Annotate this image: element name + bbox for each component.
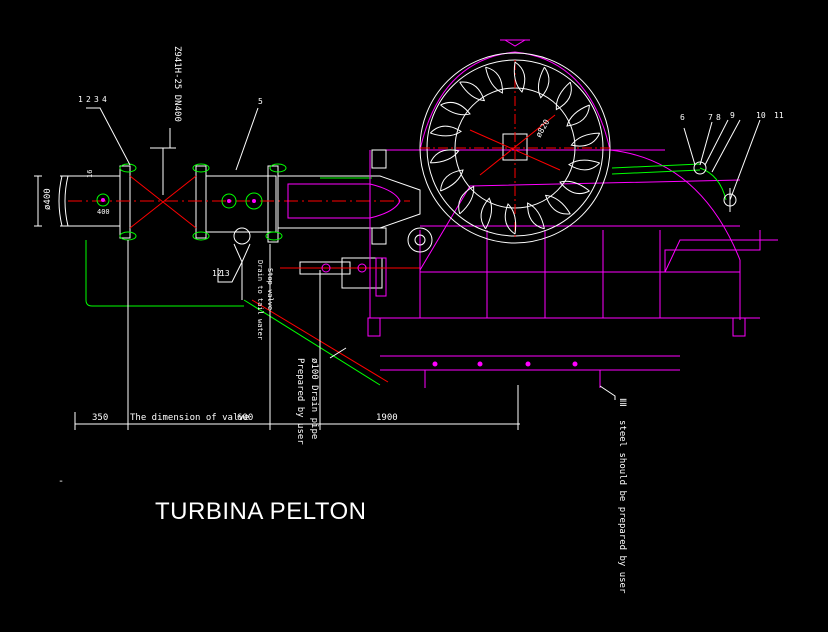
part-number-10: 10 xyxy=(756,111,766,120)
pipe-flanges xyxy=(119,165,279,243)
gate-valve xyxy=(68,175,410,229)
part-number-4: 4 xyxy=(102,95,107,104)
dim-600-label: 600 xyxy=(237,413,253,423)
leader-lines xyxy=(86,107,761,400)
bolt-centers xyxy=(101,198,256,203)
base-frame xyxy=(367,317,746,388)
valve-code-label: Z941H-25 DN400 xyxy=(172,46,182,122)
steel-symbol: ⅡⅡ xyxy=(617,398,627,407)
stop-valve-label: Stop valve xyxy=(266,268,274,310)
pipe-dia-label: ø400 xyxy=(43,188,53,210)
part-number-8: 8 xyxy=(716,113,721,122)
stop-valve xyxy=(233,227,251,300)
runner-casing xyxy=(369,39,778,320)
drain-to-tail-label: Drain to tail water xyxy=(256,260,264,340)
dim-valve-label: The dimension of valve xyxy=(130,413,249,423)
deflector-gear xyxy=(371,149,433,253)
part-number-13: 13 xyxy=(220,269,230,278)
part-number-9: 9 xyxy=(730,111,735,120)
drawing-title: TURBINA PELTON xyxy=(155,498,367,525)
part-number-3: 3 xyxy=(94,95,99,104)
part-number-7: 7 xyxy=(708,113,713,122)
dimension-lines xyxy=(74,240,520,430)
flange-bolts xyxy=(96,163,287,241)
part-number-2: 2 xyxy=(86,95,91,104)
dash-mark: - xyxy=(58,476,64,487)
prepared-by-user-label: Prepared by user xyxy=(295,358,305,445)
dim-350-label: 350 xyxy=(92,413,108,423)
nozzle-housing xyxy=(277,175,421,229)
small-dim-label: 16 xyxy=(86,170,94,178)
shaft-pipes xyxy=(611,161,737,212)
drain-pipe-label: ø100 Drain pipe xyxy=(309,358,319,439)
part-number-6: 6 xyxy=(680,113,685,122)
part-number-11: 11 xyxy=(774,111,784,120)
spear-rod xyxy=(280,257,420,297)
runner-dia-label: ø820 xyxy=(534,118,552,139)
part-number-12: 12 xyxy=(212,269,222,278)
part-number-5: 5 xyxy=(258,97,263,106)
small-dim2-label: 400 xyxy=(97,208,110,216)
steel-note-label: steel should be prepared by user xyxy=(617,420,627,594)
dim-1900-label: 1900 xyxy=(376,413,398,423)
valve-stem xyxy=(150,147,176,195)
part-number-1: 1 xyxy=(78,95,83,104)
pelton-runner xyxy=(419,52,611,244)
inlet-pipe xyxy=(34,175,120,227)
